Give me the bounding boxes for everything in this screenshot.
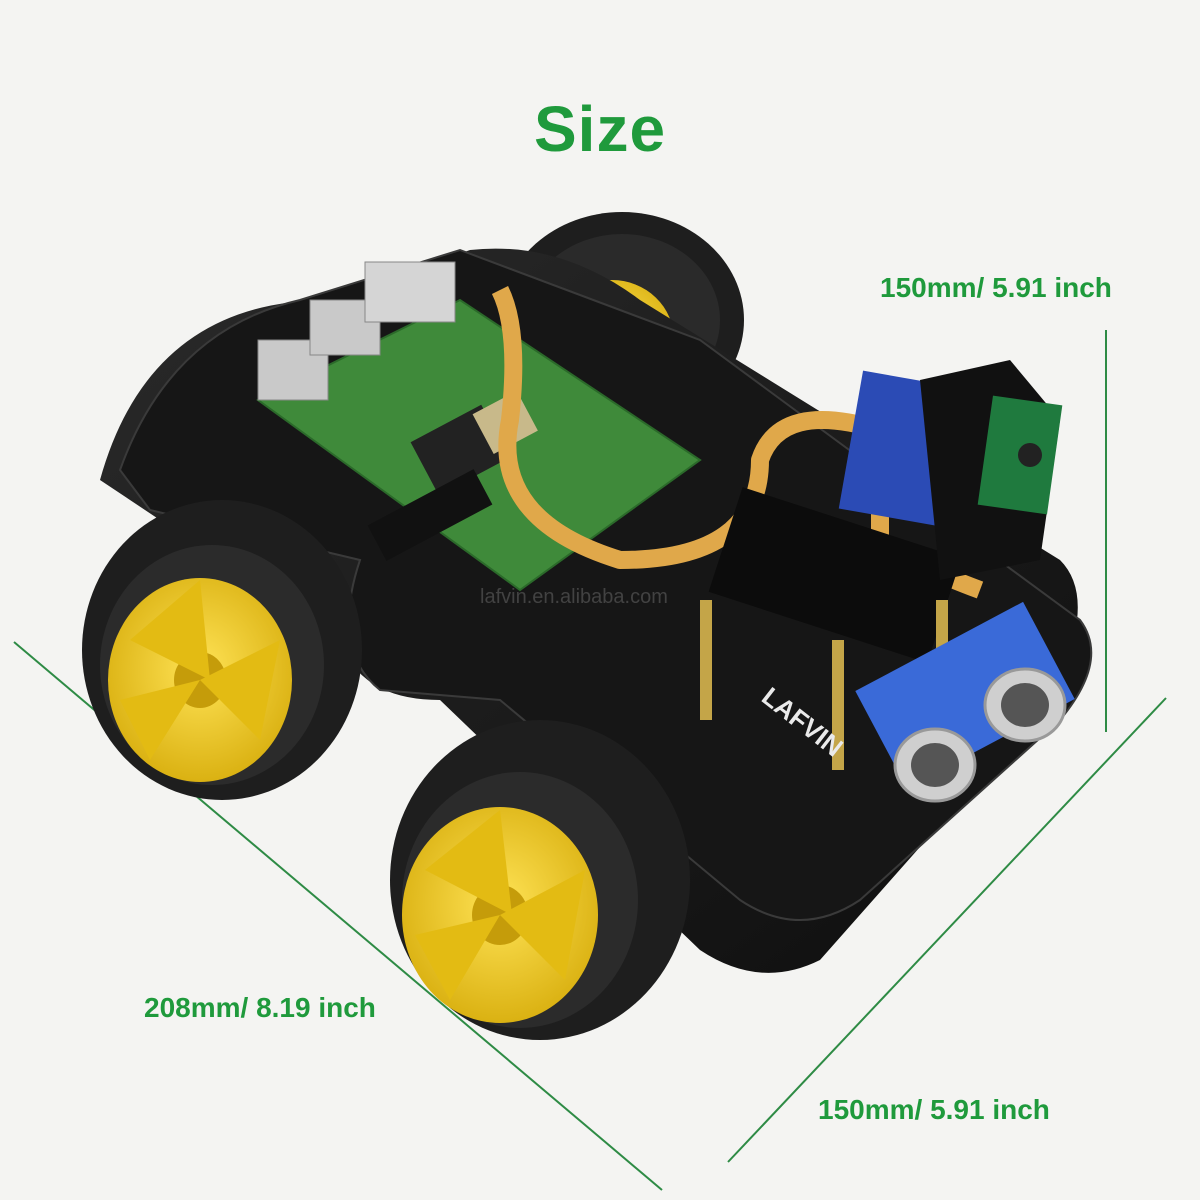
front-right-wheel <box>390 720 690 1040</box>
page-title: Size <box>533 93 667 165</box>
width-dimension-line <box>727 697 1167 1163</box>
front-left-wheel <box>82 500 362 800</box>
watermark-text: lafvin.en.alibaba.com <box>480 586 668 608</box>
length-dimension-label: 208mm/ 8.19 inch <box>144 992 376 1023</box>
ultrasonic-sensor <box>855 601 1075 803</box>
camera-module <box>708 360 1063 663</box>
width-dimension-label: 150mm/ 5.91 inch <box>818 1094 1050 1125</box>
raspberry-pi-board <box>256 261 702 592</box>
height-dimension-label: 150mm/ 5.91 inch <box>880 272 1112 303</box>
standoff <box>700 600 712 720</box>
standoff <box>832 640 844 770</box>
